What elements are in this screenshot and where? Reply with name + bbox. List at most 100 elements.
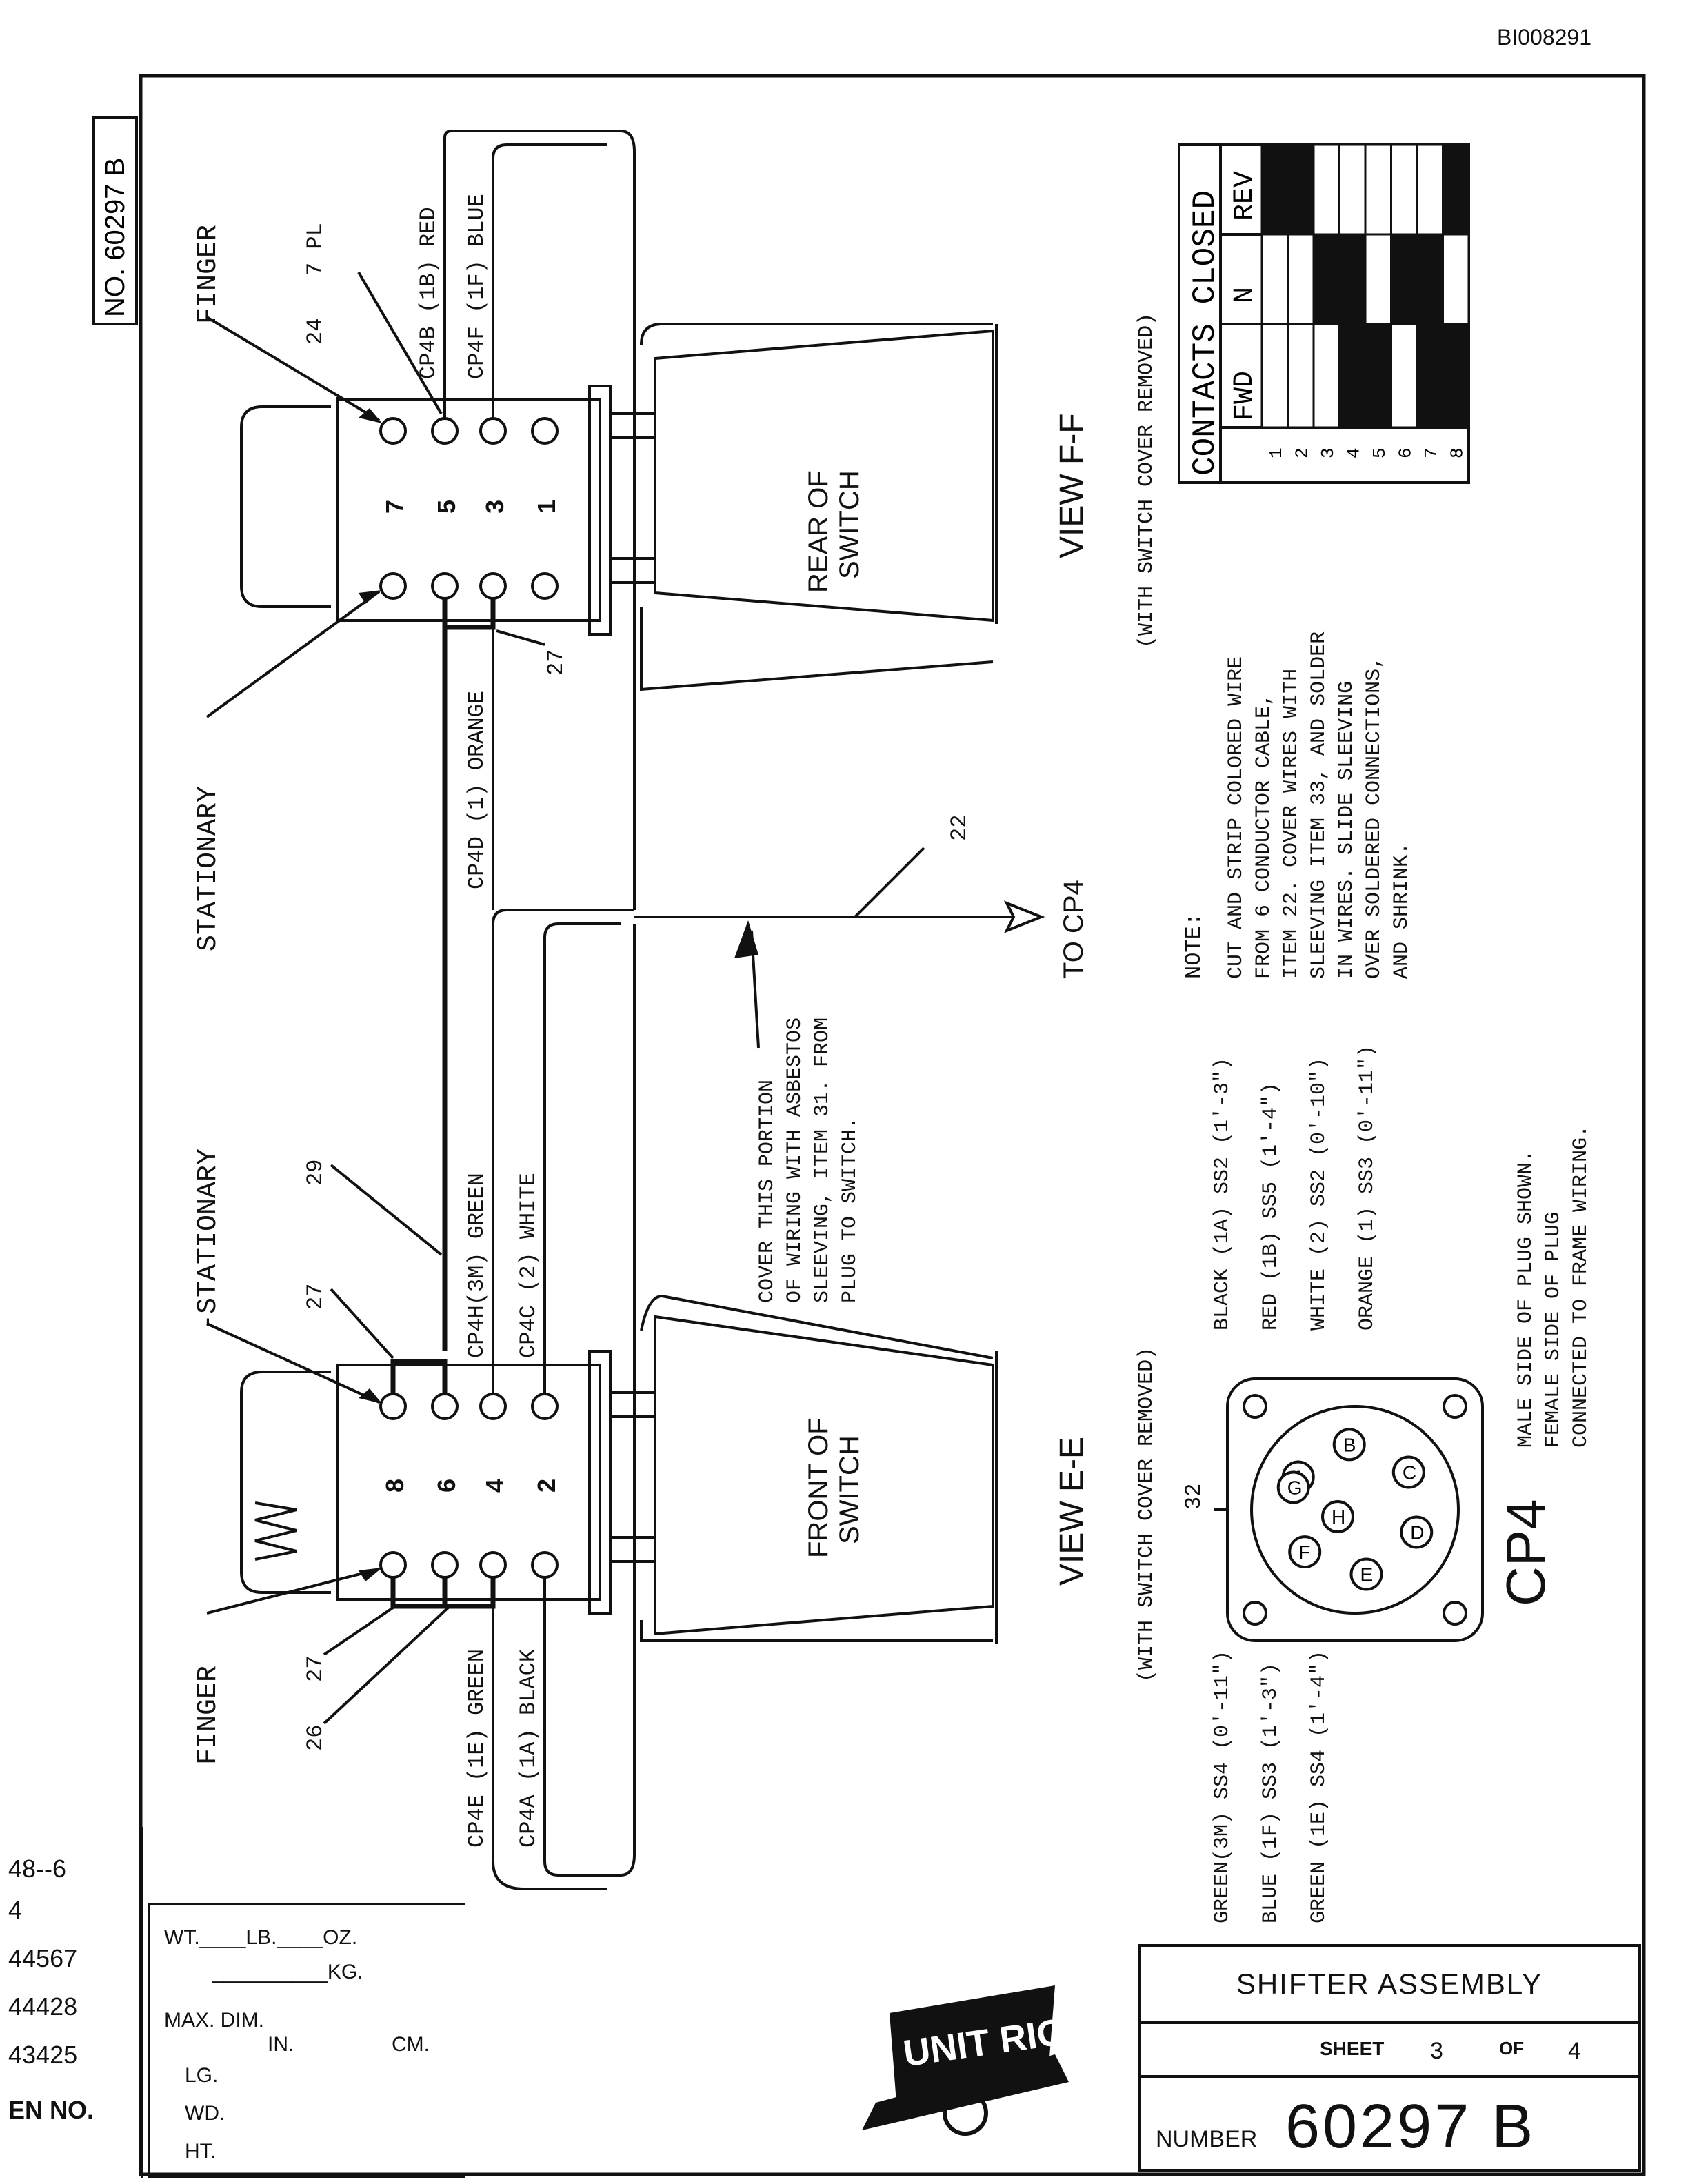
contact-cell-fwd-5 bbox=[1364, 323, 1392, 429]
plug-note-line-3: CONNECTED TO FRAME WIRING. bbox=[1569, 1125, 1593, 1448]
item-24-label: 24 bbox=[303, 318, 328, 345]
contact-cell-rev-6 bbox=[1390, 143, 1418, 236]
note-line-5: IN WIRES. SLIDE SLEEVING bbox=[1335, 681, 1358, 979]
terminal-5: 5 bbox=[432, 500, 461, 514]
contact-cell-n-4 bbox=[1338, 233, 1367, 325]
plug-pin-b bbox=[1332, 1428, 1366, 1462]
width-label: WD. bbox=[185, 2102, 225, 2125]
contact-cell-fwd-7 bbox=[1416, 323, 1444, 429]
view-ee-caption: VIEW E-E bbox=[1054, 1437, 1090, 1586]
contact-cell-fwd-8 bbox=[1442, 323, 1470, 429]
note-line-4: SLEEVING ITEM 33, AND SOLDER bbox=[1307, 631, 1331, 979]
revision-row: 4 bbox=[8, 1896, 23, 1924]
view-ff-caption: VIEW F-F bbox=[1054, 413, 1090, 558]
contacts-title: CONTACTS CLOSED bbox=[1187, 190, 1223, 476]
plug-wire-top-2: RED (1B) SS5 (1'-4") bbox=[1259, 1082, 1283, 1331]
weight-kg-line: __________KG. bbox=[212, 1961, 363, 1983]
contact-cell-n-7 bbox=[1416, 233, 1444, 325]
contact-row-number: 3 bbox=[1318, 447, 1338, 458]
item-22-label: 22 bbox=[947, 815, 972, 841]
sheet-total: 4 bbox=[1568, 2038, 1581, 2064]
contact-cell-n-8 bbox=[1442, 233, 1470, 325]
plug-pin-label: C bbox=[1403, 1462, 1416, 1484]
revision-column: 48--6 4 44567 44428 43425 EN NO. bbox=[0, 1827, 143, 2178]
wire-cp4f-label: CP4F (1F) BLUE bbox=[464, 194, 490, 379]
note-line-3: ITEM 22. COVER WIRES WITH bbox=[1280, 669, 1303, 979]
drawing-number: 60297 B bbox=[1285, 2092, 1536, 2161]
contact-cell-rev-8 bbox=[1442, 143, 1470, 236]
plug-wire-bottom-1: GREEN(3M) SS4 (0'-11") bbox=[1211, 1650, 1234, 1923]
contacts-col-rev: REV bbox=[1229, 171, 1260, 221]
view-ff-subcaption: (WITH SWITCH COVER REMOVED) bbox=[1135, 313, 1158, 648]
contact-cell-n-1 bbox=[1260, 233, 1289, 325]
plug-pin-label: B bbox=[1343, 1434, 1356, 1455]
drawing-title: SHIFTER ASSEMBLY bbox=[1138, 1944, 1641, 2024]
contact-cell-rev-4 bbox=[1338, 143, 1367, 236]
plug-wire-top-4: ORANGE (1) SS3 (0'-11") bbox=[1356, 1045, 1379, 1331]
note-line-2: FROM 6 CONDUCTOR CABLE, bbox=[1252, 694, 1276, 979]
plug-pin-e bbox=[1349, 1557, 1383, 1591]
cover-note-line-4: PLUG TO SWITCH. bbox=[838, 1117, 862, 1303]
plug-wire-bottom-2: BLUE (1F) SS3 (1'-3") bbox=[1259, 1663, 1283, 1923]
inch-label: IN. bbox=[268, 2033, 294, 2056]
terminal-8: 8 bbox=[381, 1479, 409, 1493]
contact-row-number: 2 bbox=[1292, 447, 1313, 458]
cover-note-line-3: SLEEVING, ITEM 31. FROM bbox=[811, 1018, 834, 1303]
cover-note-line-1: COVER THIS PORTION bbox=[756, 1080, 779, 1303]
stationary-label-ff: STATIONARY bbox=[193, 786, 224, 951]
plug-wire-top-3: WHITE (2) SS2 (0'-10") bbox=[1307, 1058, 1331, 1331]
weight-line: WT.____LB.____OZ. bbox=[164, 1926, 358, 1949]
contact-cell-rev-7 bbox=[1416, 143, 1444, 236]
contact-cell-fwd-2 bbox=[1287, 323, 1315, 429]
plug-cp4-label: CP4 bbox=[1495, 1499, 1556, 1606]
revision-en-no: EN NO. bbox=[8, 2096, 94, 2124]
contact-cell-fwd-3 bbox=[1312, 323, 1340, 429]
contact-cell-fwd-6 bbox=[1390, 323, 1418, 429]
contact-cell-fwd-4 bbox=[1338, 323, 1367, 429]
front-switch-label-2: SWITCH bbox=[834, 1435, 865, 1544]
item-29-label: 29 bbox=[303, 1160, 328, 1186]
plug-pin-label: G bbox=[1287, 1477, 1303, 1499]
plug-wire-bottom-3: GREEN (1E) SS4 (1'-4") bbox=[1307, 1650, 1331, 1923]
contact-row-number: 6 bbox=[1396, 447, 1416, 458]
drawing-number-tab: NO. 60297 B bbox=[100, 158, 130, 317]
terminal-4: 4 bbox=[481, 1479, 509, 1493]
contacts-col-fwd: FWD bbox=[1229, 371, 1260, 421]
note-line-1: CUT AND STRIP COLORED WIRE bbox=[1225, 656, 1248, 979]
item-7pl-label: 7 PL bbox=[303, 223, 328, 276]
finger-label-ee: FINGER bbox=[193, 1666, 224, 1765]
sheet-label: SHEET bbox=[1320, 2038, 1385, 2059]
contact-cell-n-5 bbox=[1364, 233, 1392, 325]
plug-pin-label: E bbox=[1360, 1564, 1373, 1586]
sheet-of-label: OF bbox=[1499, 2038, 1525, 2059]
contact-cell-rev-2 bbox=[1287, 143, 1315, 236]
revision-row: 44428 bbox=[8, 1992, 78, 2021]
cover-note-line-2: OF WIRING WITH ASBESTOS bbox=[783, 1018, 807, 1303]
length-label: LG. bbox=[185, 2064, 219, 2087]
wire-cp4a-label: CP4A (1A) BLACK bbox=[516, 1648, 541, 1848]
contact-row-number: 7 bbox=[1421, 447, 1442, 458]
contact-row-number: 4 bbox=[1344, 447, 1365, 458]
revision-row: 44567 bbox=[8, 1944, 78, 1972]
wire-cp4c-label: CP4C (2) WHITE bbox=[516, 1173, 541, 1358]
stationary-label-ee: -STATIONARY bbox=[193, 1149, 224, 1331]
wire-cp4b-label: CP4B (1B) RED bbox=[416, 207, 441, 379]
drawing-border bbox=[139, 74, 1646, 2176]
plug-pin-g bbox=[1276, 1470, 1310, 1504]
number-label: NUMBER bbox=[1156, 2126, 1258, 2152]
wire-cp4h-label: CP4H(3M) GREEN bbox=[464, 1173, 490, 1358]
contact-row-number: 5 bbox=[1369, 447, 1390, 458]
terminal-7: 7 bbox=[381, 500, 409, 514]
plug-pin-h bbox=[1321, 1500, 1354, 1533]
contact-cell-rev-5 bbox=[1364, 143, 1392, 236]
terminal-3: 3 bbox=[481, 500, 509, 514]
sheet-info: SHEET 3 OF 4 bbox=[1138, 2021, 1641, 2078]
contacts-col-n: N bbox=[1229, 287, 1260, 303]
rear-switch-label-2: SWITCH bbox=[834, 470, 865, 579]
item-32-label: 32 bbox=[1181, 1484, 1207, 1510]
document-id: BI008291 bbox=[1496, 25, 1591, 50]
view-ee-subcaption: (WITH SWITCH COVER REMOVED) bbox=[1135, 1347, 1158, 1682]
plug-pin-d bbox=[1400, 1515, 1434, 1549]
plug-note-line-1: MALE SIDE OF PLUG SHOWN. bbox=[1514, 1150, 1538, 1448]
